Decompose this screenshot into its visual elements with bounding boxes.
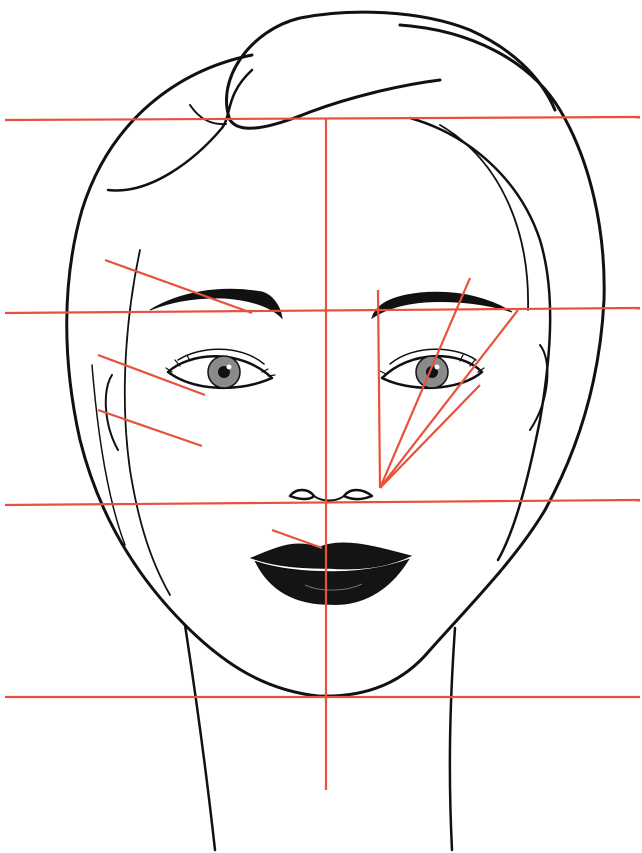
hair-strand-right-2 (440, 125, 528, 310)
hairline-guide (5, 117, 640, 120)
brow-start-guide (378, 290, 380, 488)
hair-swoop (226, 12, 555, 120)
proportion-guides (5, 117, 640, 790)
lips (252, 543, 410, 604)
face-ink-layer (67, 12, 604, 850)
brow-end-guide (380, 310, 518, 488)
hair-fringe-curl (190, 105, 226, 124)
hair-swoop-inner (230, 80, 440, 128)
eyebrow-left (150, 289, 282, 318)
eye-corner-guide (380, 385, 480, 488)
neck-left (185, 625, 215, 850)
nose-left-nostril (290, 490, 314, 499)
eye-left-highlight (227, 365, 232, 370)
nose-tip (314, 496, 344, 501)
nose-right-nostril (344, 490, 372, 499)
eyebrow-right (372, 292, 512, 318)
neck-right (450, 628, 455, 850)
upper-lip (252, 543, 410, 568)
eye-left (166, 349, 275, 388)
temple-guide (105, 260, 252, 313)
hair-fringe-left (108, 70, 252, 190)
brow-line-guide (5, 308, 640, 313)
eye-right-highlight (435, 365, 440, 370)
hair-strand-right (410, 118, 550, 560)
